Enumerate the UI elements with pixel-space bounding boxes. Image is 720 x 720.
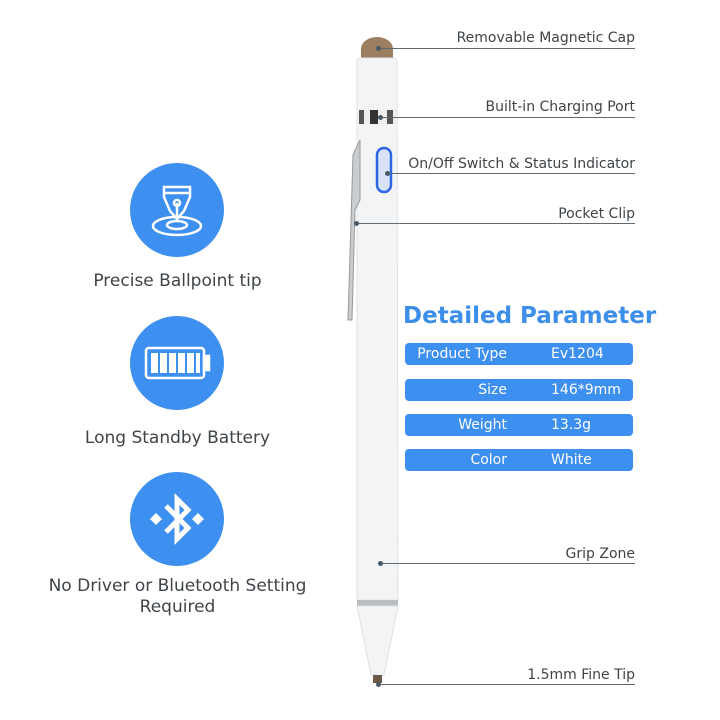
callout-charging-port: Built-in Charging Port	[485, 99, 636, 115]
parameter-key: Product Type	[417, 346, 507, 362]
parameter-value: White	[551, 452, 592, 468]
parameter-value: 146*9mm	[551, 382, 621, 398]
callout-line	[380, 563, 635, 564]
callout-dot	[354, 221, 359, 226]
callout-dot	[378, 115, 383, 120]
pen-nib-icon	[130, 163, 224, 257]
parameter-key: Size	[478, 382, 507, 398]
feature-label: Precise Ballpoint tip	[93, 271, 262, 291]
callout-line	[378, 48, 635, 49]
callout-dot	[376, 46, 381, 51]
callout-grip-zone: Grip Zone	[565, 546, 635, 562]
parameter-value: Ev1204	[551, 346, 604, 362]
callout-line	[380, 117, 635, 118]
callout-magnetic-cap: Removable Magnetic Cap	[456, 30, 635, 46]
callout-dot	[376, 682, 381, 687]
stylus-pen-image	[347, 37, 399, 683]
callout-pocket-clip: Pocket Clip	[558, 206, 635, 222]
callout-line	[356, 223, 635, 224]
callout-line	[387, 173, 635, 174]
feature-label: Long Standby Battery	[84, 428, 271, 448]
parameter-value: 13.3g	[551, 417, 592, 433]
parameter-title: Detailed Parameter	[403, 303, 657, 329]
bluetooth-icon	[130, 472, 224, 566]
battery-icon	[130, 316, 224, 410]
parameter-row: Weight 13.3g	[405, 414, 633, 436]
parameter-row: Color White	[405, 449, 633, 471]
parameter-row: Product Type Ev1204	[405, 343, 633, 365]
parameter-row: Size 146*9mm	[405, 379, 633, 401]
callout-line	[378, 684, 635, 685]
callout-dot	[385, 171, 390, 176]
callout-switch-indicator: On/Off Switch & Status Indicator	[408, 156, 635, 172]
callout-dot	[378, 561, 383, 566]
parameter-key: Color	[470, 452, 507, 468]
parameter-key: Weight	[458, 417, 507, 433]
callout-fine-tip: 1.5mm Fine Tip	[527, 667, 635, 683]
feature-label: No Driver or Bluetooth Setting Required	[48, 576, 307, 617]
